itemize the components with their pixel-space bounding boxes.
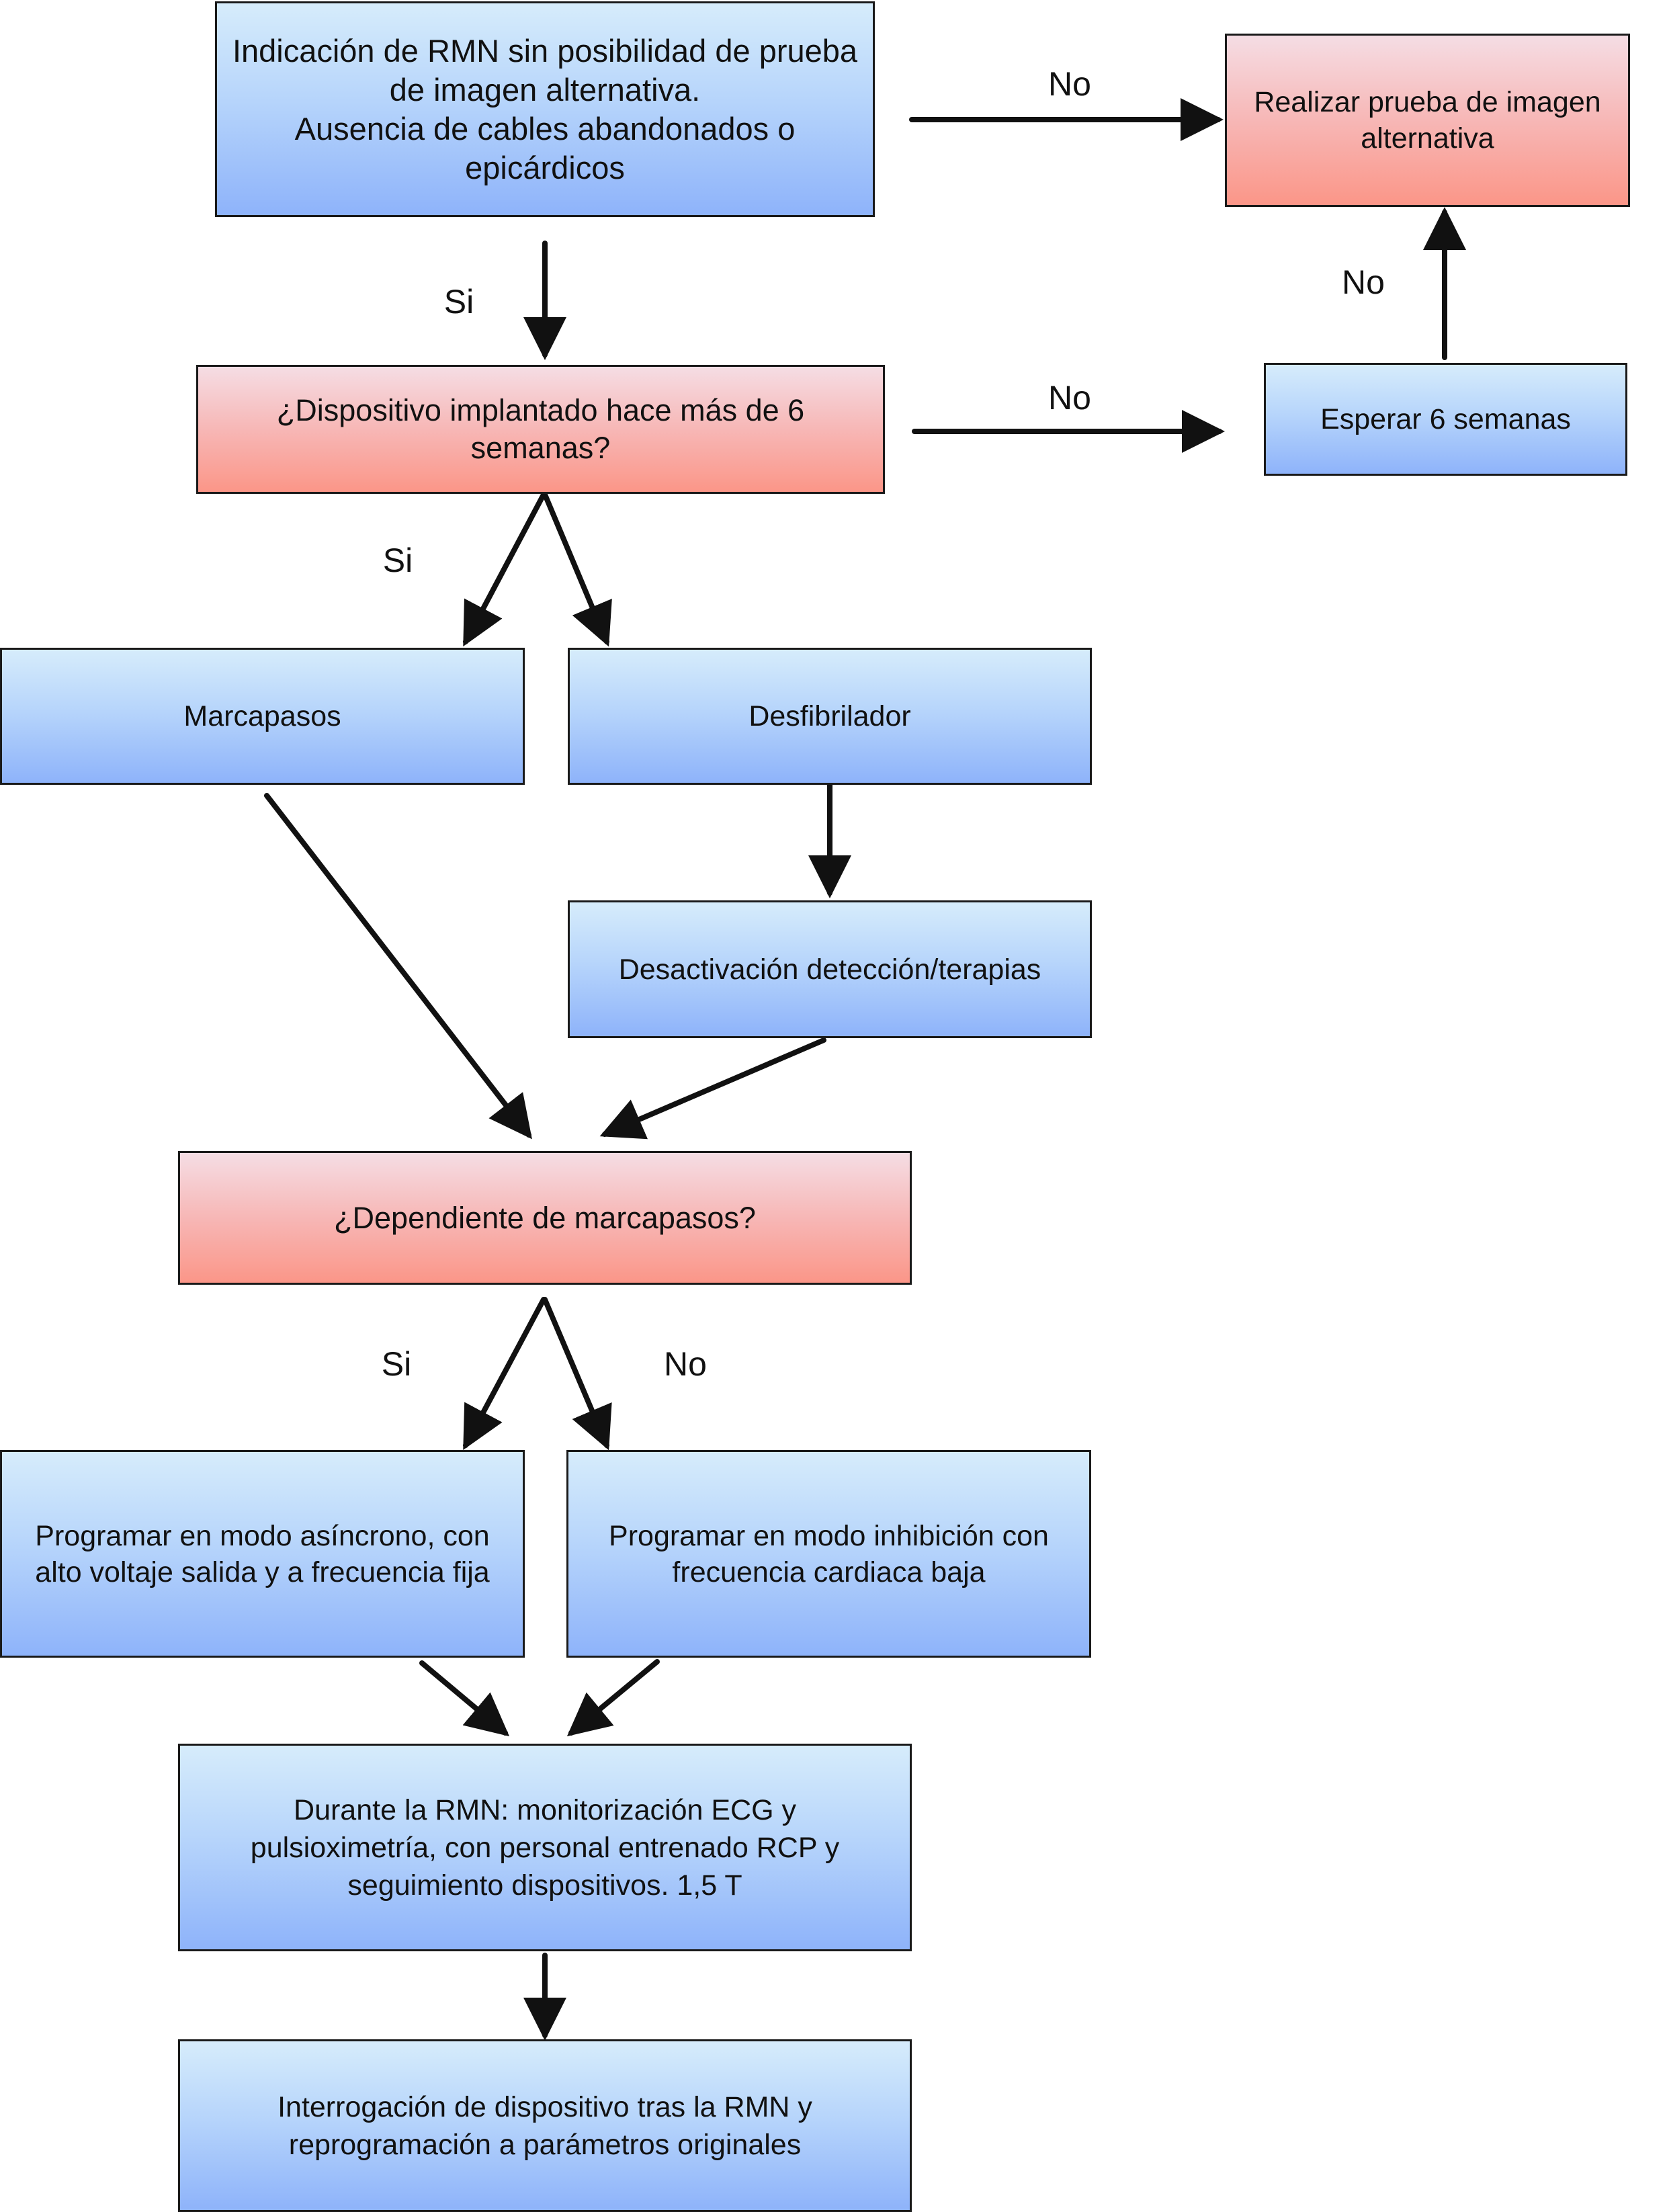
box-pacemaker-dependent: ¿Dependiente de marcapasos? — [178, 1151, 912, 1285]
arrow-implanted-to-defibrillator — [542, 492, 612, 647]
edge-label-si-device: Si — [382, 542, 413, 579]
arrow-implanted-to-pacemaker — [463, 492, 546, 647]
edge-label-no-implanted: No — [1048, 379, 1091, 417]
edge-label-si-dependent: Si — [381, 1345, 412, 1383]
arrow-deactivation-to-dependent — [599, 1037, 826, 1140]
box-implanted-over-6-weeks-text: ¿Dispositivo implantado hace más de 6 se… — [276, 393, 805, 465]
arrow-inhibition-to-during-mri — [566, 1659, 660, 1737]
box-wait-6-weeks-text: Esperar 6 semanas — [1320, 403, 1571, 435]
box-pacemaker-text: Marcapasos — [183, 700, 341, 732]
box-wait-6-weeks: Esperar 6 semanas — [1264, 363, 1627, 476]
arrow-pacemaker-to-dependent — [264, 793, 532, 1140]
box-mri-indication: Indicación de RMN sin posibilidad de pru… — [215, 1, 875, 217]
edge-label-si-implanted: Si — [443, 283, 474, 321]
box-deactivate-detection: Desactivación detección/terapias — [568, 900, 1092, 1038]
box-alternative-imaging-text: Realizar prueba de imagen alternativa — [1254, 86, 1601, 155]
box-post-mri: Interrogación de dispositivo tras la RMN… — [178, 2039, 912, 2212]
box-during-mri-text: Durante la RMN: monitorización ECG y pul… — [250, 1793, 840, 1902]
box-during-mri: Durante la RMN: monitorización ECG y pul… — [178, 1744, 912, 1951]
edge-label-no-dependent: No — [664, 1345, 707, 1383]
box-alternative-imaging: Realizar prueba de imagen alternativa — [1225, 34, 1630, 207]
box-implanted-over-6-weeks: ¿Dispositivo implantado hace más de 6 se… — [196, 365, 885, 494]
box-inhibition-mode: Programar en modo inhibición con frecuen… — [566, 1450, 1091, 1658]
box-inhibition-mode-text: Programar en modo inhibición con frecuen… — [609, 1519, 1049, 1588]
box-pacemaker: Marcapasos — [0, 648, 525, 785]
arrow-dependent-to-asynchronous — [463, 1297, 546, 1451]
box-defibrillator: Desfibrilador — [568, 648, 1092, 785]
box-deactivate-detection-text: Desactivación detección/terapias — [618, 953, 1041, 986]
box-defibrillator-text: Desfibrilador — [749, 700, 911, 732]
box-pacemaker-dependent-text: ¿Dependiente de marcapasos? — [334, 1200, 756, 1235]
arrow-dependent-to-inhibition — [542, 1297, 612, 1451]
edge-label-no-wait: No — [1342, 263, 1385, 301]
edge-label-no-alternative: No — [1048, 65, 1091, 103]
box-asynchronous-mode-text: Programar en modo asíncrono, con alto vo… — [35, 1519, 490, 1588]
box-asynchronous-mode: Programar en modo asíncrono, con alto vo… — [0, 1450, 525, 1658]
box-mri-indication-text: Indicación de RMN sin posibilidad de pru… — [232, 32, 858, 185]
box-post-mri-text: Interrogación de dispositivo tras la RMN… — [277, 2090, 812, 2161]
arrow-asynchronous-to-during-mri — [419, 1660, 510, 1737]
